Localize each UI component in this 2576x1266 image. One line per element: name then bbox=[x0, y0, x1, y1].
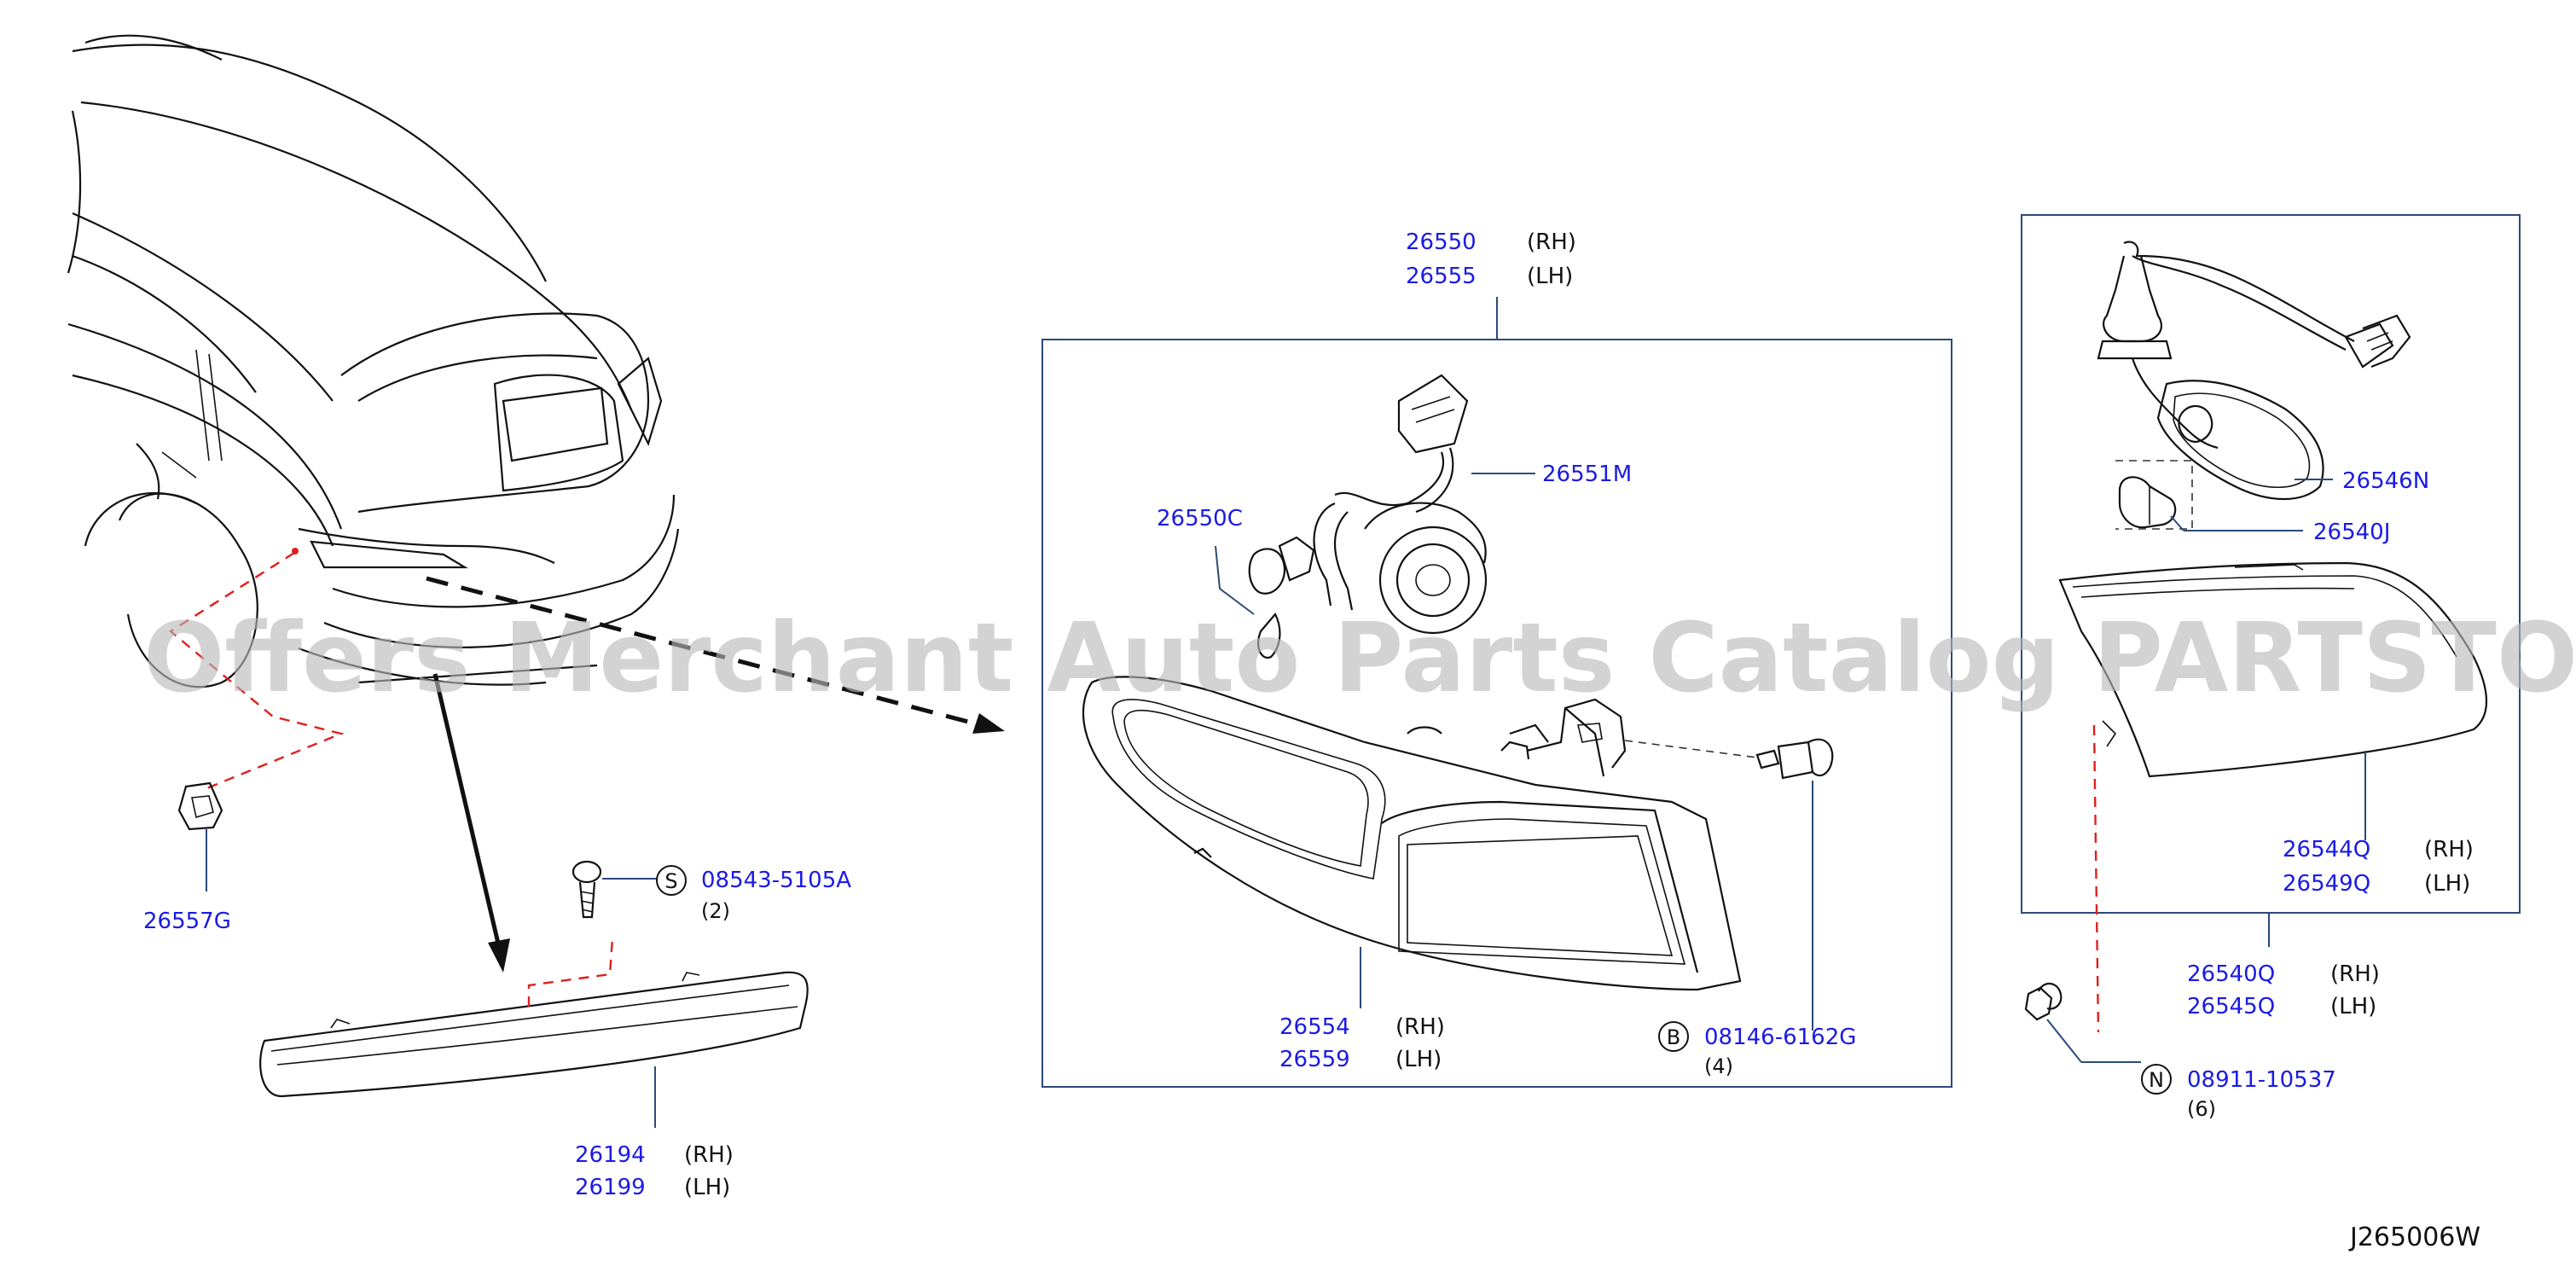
part-number-26557G[interactable]: 26557G bbox=[143, 909, 231, 934]
watermark-text: Offers Merchant Auto Parts Catalog PARTS… bbox=[143, 603, 2576, 714]
symbol-circle-s bbox=[656, 865, 687, 896]
clip-26557G-drawing bbox=[177, 781, 223, 891]
vehicle-rear-illustration bbox=[67, 34, 680, 791]
side-26540Q: (RH) bbox=[2330, 961, 2380, 987]
part-number-26540Q[interactable]: 26540Q bbox=[2187, 961, 2275, 987]
part-number-26551M[interactable]: 26551M bbox=[1542, 462, 1632, 487]
side-26559: (LH) bbox=[1395, 1047, 1442, 1072]
nut-08911-drawing bbox=[2024, 982, 2141, 1063]
part-number-26194[interactable]: 26194 bbox=[575, 1142, 646, 1168]
side-26544Q: (RH) bbox=[2424, 837, 2474, 862]
part-number-26540J[interactable]: 26540J bbox=[2313, 520, 2390, 545]
side-26199: (LH) bbox=[684, 1175, 730, 1200]
reference-arrows bbox=[426, 576, 1005, 973]
part-number-26199[interactable]: 26199 bbox=[575, 1175, 646, 1200]
part-number-26550[interactable]: 26550 bbox=[1406, 229, 1477, 255]
harness-26546N-drawing bbox=[2097, 241, 2411, 500]
assembly-box-26540Q bbox=[2021, 214, 2521, 947]
part-number-08146-6162G[interactable]: 08146-6162G bbox=[1704, 1025, 1856, 1050]
part-number-26559[interactable]: 26559 bbox=[1279, 1047, 1350, 1072]
side-26550: (RH) bbox=[1527, 229, 1576, 255]
part-number-08543-5105A[interactable]: 08543-5105A bbox=[701, 868, 851, 893]
qty-08911: (6) bbox=[2187, 1097, 2216, 1121]
side-26194: (RH) bbox=[684, 1142, 734, 1168]
bulb-26540J-drawing bbox=[2115, 460, 2303, 531]
symbol-s: S bbox=[664, 869, 677, 893]
side-26555: (LH) bbox=[1527, 264, 1573, 289]
diagram-code: J265006W bbox=[2348, 1222, 2480, 1252]
part-number-26545Q[interactable]: 26545Q bbox=[2187, 994, 2275, 1019]
part-number-26549Q[interactable]: 26549Q bbox=[2283, 871, 2370, 897]
symbol-b: B bbox=[1667, 1025, 1680, 1049]
part-number-26554[interactable]: 26554 bbox=[1279, 1014, 1350, 1040]
combination-lamp-26554-drawing bbox=[1082, 676, 1742, 1008]
side-26549Q: (LH) bbox=[2424, 871, 2470, 897]
part-number-26544Q[interactable]: 26544Q bbox=[2283, 837, 2370, 862]
socket-harness-26551M-drawing bbox=[1215, 374, 1535, 659]
qty-08543: (2) bbox=[701, 899, 730, 923]
part-number-26555[interactable]: 26555 bbox=[1406, 264, 1477, 289]
symbol-circle-n bbox=[2141, 1064, 2172, 1095]
side-26554: (RH) bbox=[1395, 1014, 1445, 1040]
symbol-circle-b bbox=[1658, 1021, 1689, 1052]
part-number-26546N[interactable]: 26546N bbox=[2342, 468, 2429, 494]
assembly-box-26550 bbox=[1041, 297, 1952, 1088]
side-26545Q: (LH) bbox=[2330, 994, 2376, 1019]
qty-08146: (4) bbox=[1704, 1054, 1733, 1078]
screw-08146-drawing bbox=[1624, 738, 1834, 1031]
symbol-n: N bbox=[2149, 1068, 2164, 1092]
lamp-26544Q-drawing bbox=[2058, 561, 2488, 1033]
part-number-26550C[interactable]: 26550C bbox=[1157, 506, 1243, 531]
part-number-08911-10537[interactable]: 08911-10537 bbox=[2187, 1067, 2336, 1093]
screw-08543-drawing bbox=[571, 860, 657, 919]
rear-reflector-drawing bbox=[259, 938, 809, 1128]
